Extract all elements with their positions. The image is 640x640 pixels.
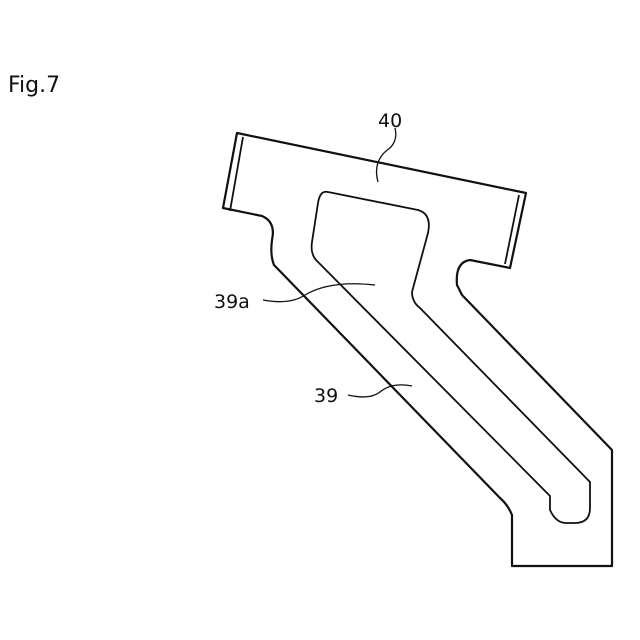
ref-label-39: 39 <box>314 385 338 407</box>
ref-label-40: 40 <box>378 110 402 132</box>
figure-label: Fig.7 <box>8 73 60 98</box>
component-outline <box>223 133 612 566</box>
ref-label-39a: 39a <box>214 291 250 313</box>
